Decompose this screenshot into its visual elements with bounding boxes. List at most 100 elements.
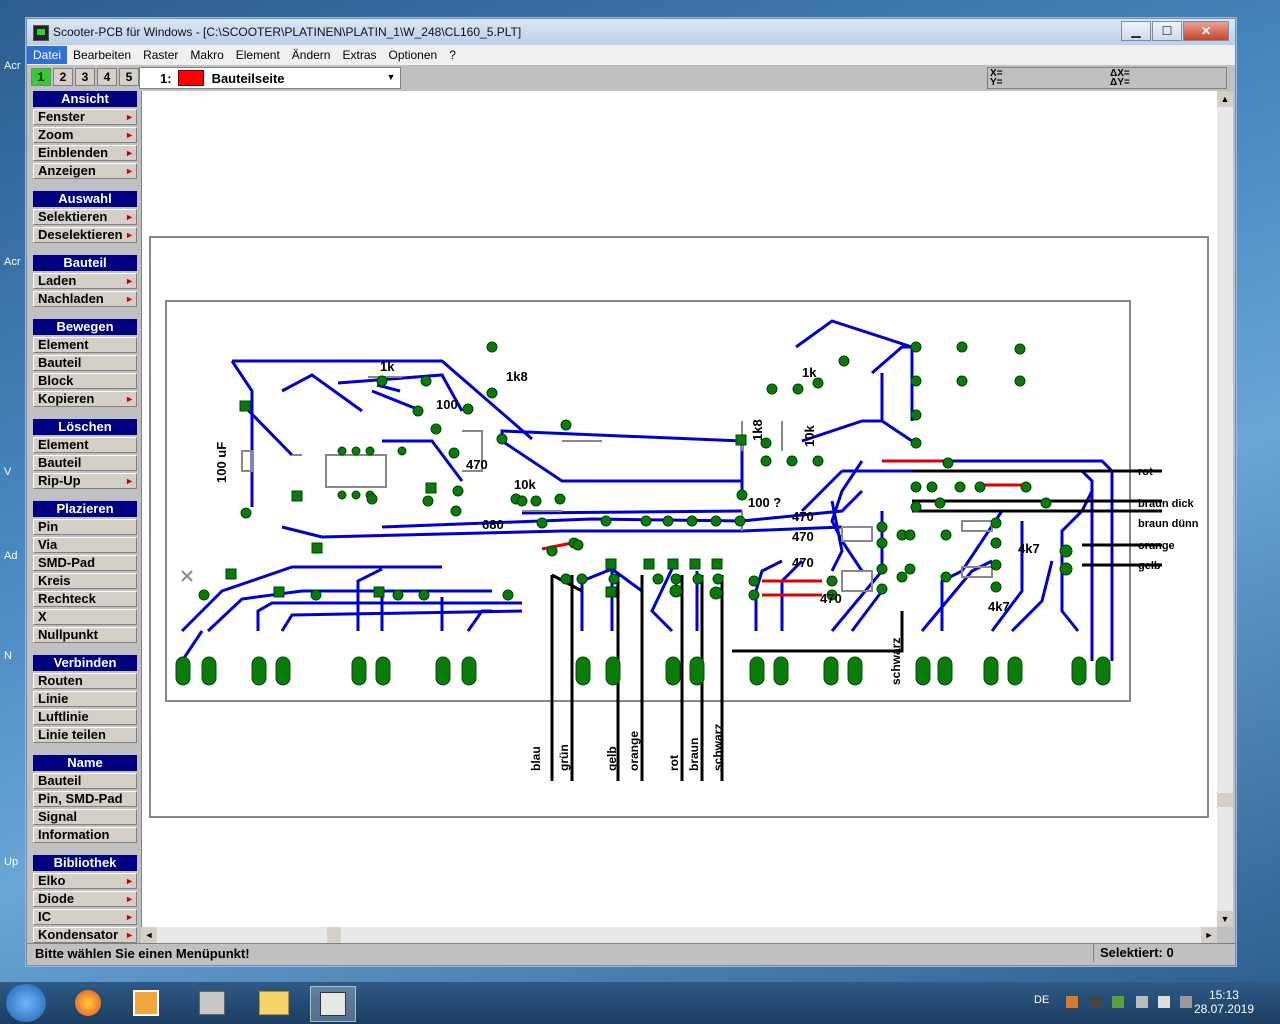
menu-bearbeiten[interactable]: Bearbeiten <box>73 48 132 62</box>
network-icon[interactable] <box>1136 996 1148 1008</box>
start-button[interactable] <box>6 984 46 1022</box>
minimize-button[interactable]: ▁ <box>1121 21 1151 41</box>
scroll-right-icon[interactable]: ► <box>1201 927 1217 943</box>
scroll-left-icon[interactable]: ◄ <box>141 927 157 943</box>
panel-button[interactable]: Routen <box>33 673 137 689</box>
panel-button[interactable]: Kreis <box>33 573 137 589</box>
menu-makro[interactable]: Makro <box>190 48 224 62</box>
clock[interactable]: 15:13 28.07.2019 <box>1194 988 1254 1016</box>
panel-button[interactable]: Element <box>33 437 137 453</box>
maximize-button[interactable]: ☐ <box>1152 21 1182 41</box>
tray-icon[interactable] <box>1180 996 1192 1008</box>
menu-element[interactable]: Element <box>235 48 280 62</box>
page-tab-5[interactable]: 5 <box>119 68 139 86</box>
panel-button[interactable]: Kondensator► <box>33 927 137 943</box>
layer-select[interactable]: 1: Bauteilseite ▼ <box>139 67 401 89</box>
panel-button[interactable]: Bauteil <box>33 355 137 371</box>
scroll-down-icon[interactable]: ▼ <box>1217 911 1233 927</box>
panel-button[interactable]: Kopieren► <box>33 391 137 407</box>
tray-icon[interactable] <box>1090 996 1102 1008</box>
panel-button[interactable]: Pin, SMD-Pad <box>33 791 137 807</box>
panel-button-label: Bauteil <box>38 355 82 370</box>
scroll-thumb[interactable] <box>327 927 341 943</box>
panel-button[interactable]: IC► <box>33 909 137 925</box>
panel-button[interactable]: Information <box>33 827 137 843</box>
tray-icon[interactable] <box>1066 996 1078 1008</box>
speaker-app-icon[interactable] <box>190 986 234 1020</box>
panel-button[interactable]: Diode► <box>33 891 137 907</box>
desktop-icon-label[interactable]: V <box>4 466 12 478</box>
panel-button[interactable]: Bauteil <box>33 773 137 789</box>
toolbar: 1 2 3 4 5 1: Bauteilseite ▼ X=Y= ΔX=ΔY= <box>27 65 1235 91</box>
panel-button[interactable]: Block <box>33 373 137 389</box>
panel-button[interactable]: Deselektieren► <box>33 227 137 243</box>
panel-button[interactable]: Element <box>33 337 137 353</box>
desktop-icon-label[interactable]: Acr <box>4 60 21 72</box>
panel-button[interactable]: Nullpunkt <box>33 627 137 643</box>
pcb-label: 10k <box>802 425 817 447</box>
desktop-icon-label[interactable]: N <box>4 650 12 662</box>
pcb-canvas[interactable]: 1k 1k8 100 470 100 uF 10k 680 1k 1k8 10k… <box>141 91 1218 927</box>
horizontal-scrollbar[interactable]: ◄ ► <box>141 927 1217 943</box>
media-player-icon[interactable] <box>124 986 168 1020</box>
panel-button[interactable]: Pin <box>33 519 137 535</box>
panel-button[interactable]: SMD-Pad <box>33 555 137 571</box>
panel-button-label: Rechteck <box>38 591 96 606</box>
panel-button[interactable]: Selektieren► <box>33 209 137 225</box>
panel-heading: Bauteil <box>33 255 137 271</box>
language-indicator[interactable]: DE <box>1034 994 1050 1006</box>
tray-icon[interactable] <box>1112 996 1124 1008</box>
desktop-icon-label[interactable]: Acr <box>4 256 21 268</box>
wire-label: braun dünn <box>1138 518 1199 530</box>
taskbar: DE 15:13 28.07.2019 <box>0 982 1280 1024</box>
panel-button[interactable]: Bauteil <box>33 455 137 471</box>
menu-datei[interactable]: Datei <box>27 46 68 64</box>
chevron-down-icon[interactable]: ▼ <box>386 72 396 82</box>
firefox-icon[interactable] <box>66 986 110 1020</box>
scroll-up-icon[interactable]: ▲ <box>1217 91 1233 107</box>
panel-button-label: IC <box>38 909 51 924</box>
panel-button[interactable]: Laden ► <box>33 273 137 289</box>
menu-raster[interactable]: Raster <box>143 48 179 62</box>
panel-button[interactable]: Rechteck <box>33 591 137 607</box>
desktop-icon-label[interactable]: Ad <box>4 550 18 562</box>
panel-button[interactable]: Zoom► <box>33 127 137 143</box>
panel-heading: Löschen <box>33 419 137 435</box>
volume-icon[interactable] <box>1158 996 1170 1008</box>
panel-button[interactable]: Fenster► <box>33 109 137 125</box>
panel-button[interactable]: Elko► <box>33 873 137 889</box>
pcb-label: 10k <box>514 477 536 492</box>
panel-button-label: Laden <box>38 273 77 288</box>
page-tab-3[interactable]: 3 <box>75 68 95 86</box>
app-icon[interactable] <box>33 25 49 41</box>
panel-button-label: Signal <box>38 809 78 824</box>
scooter-pcb-taskbar-icon[interactable] <box>310 986 356 1022</box>
panel-button[interactable]: Signal <box>33 809 137 825</box>
panel-button[interactable]: Einblenden► <box>33 145 137 161</box>
clock-date: 28.07.2019 <box>1193 1002 1254 1016</box>
menu-optionen[interactable]: Optionen <box>388 48 438 62</box>
page-tab-1[interactable]: 1 <box>31 68 51 86</box>
panel-button[interactable]: X <box>33 609 137 625</box>
desktop-icon-label[interactable]: Up <box>4 856 19 868</box>
page-tab-2[interactable]: 2 <box>53 68 73 86</box>
menu-extras[interactable]: Extras <box>342 48 377 62</box>
folder-icon[interactable] <box>252 986 296 1020</box>
scroll-thumb[interactable] <box>1217 793 1233 807</box>
panel-button[interactable]: Luftlinie <box>33 709 137 725</box>
panel-button[interactable]: Nachladen► <box>33 291 137 307</box>
vertical-scrollbar[interactable]: ▲ ▼ <box>1217 91 1233 927</box>
panel-button[interactable]: Linie teilen <box>33 727 137 743</box>
panel-button[interactable]: Linie <box>33 691 137 707</box>
wire-label: braun dick <box>1138 498 1195 510</box>
panel-button[interactable]: Via <box>33 537 137 553</box>
title-bar[interactable]: Scooter-PCB für Windows - [C:\SCOOTER\PL… <box>27 19 1235 46</box>
close-button[interactable]: ✕ <box>1183 21 1229 41</box>
menu-help[interactable]: ? <box>449 48 456 62</box>
menu-aendern[interactable]: Ändern <box>291 48 331 62</box>
page-tab-4[interactable]: 4 <box>97 68 117 86</box>
panel-button[interactable]: Anzeigen► <box>33 163 137 179</box>
submenu-arrow-icon: ► <box>125 294 134 304</box>
submenu-arrow-icon: ► <box>125 276 134 286</box>
panel-button[interactable]: Rip-Up► <box>33 473 137 489</box>
